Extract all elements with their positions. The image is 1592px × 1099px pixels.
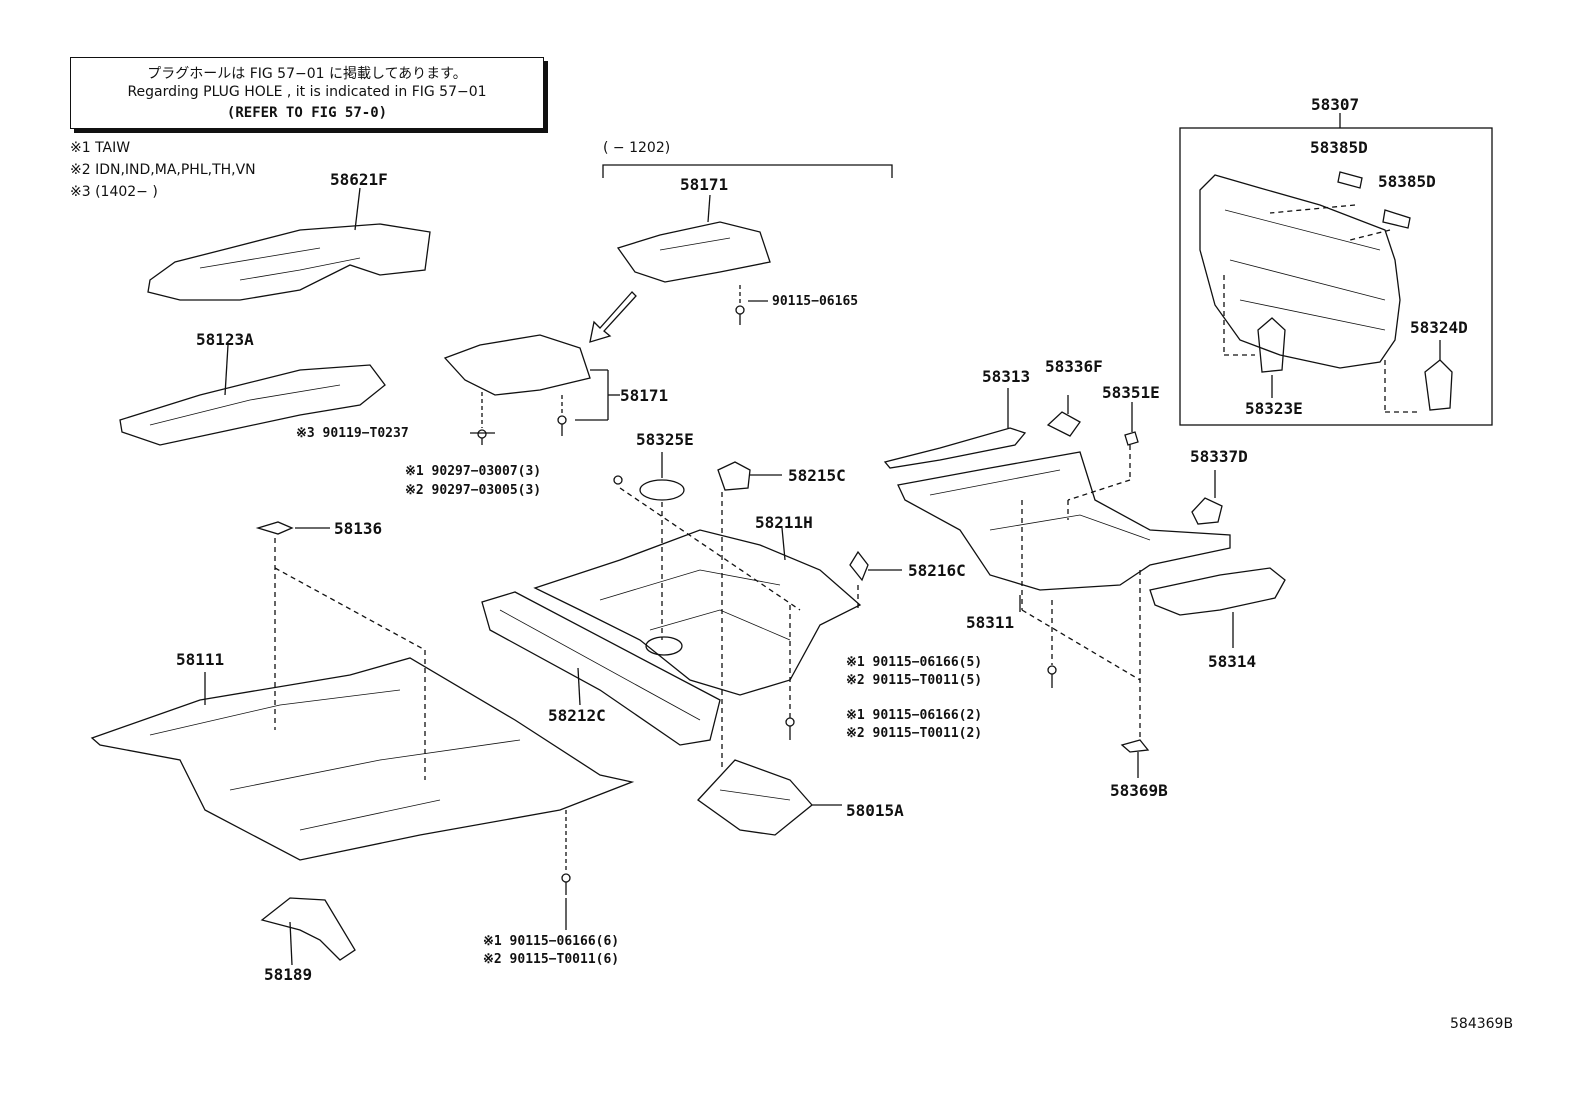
label-90119-T0237: ※3 90119−T0237 — [296, 426, 409, 441]
label-58385D-a: 58385D — [1310, 138, 1368, 157]
legend-3: ※3 (1402− ) — [70, 184, 158, 200]
part-58337D-shape — [1191, 497, 1223, 525]
part-58311-shape — [897, 451, 1231, 591]
part-58211H-shape — [533, 529, 862, 696]
date-range-bracket — [602, 164, 893, 178]
label-bolt-right-2: ※2 90115−T0011(5) — [846, 673, 983, 688]
figure-id: 584369B — [1450, 1016, 1514, 1032]
label-58171-top: 58171 — [680, 175, 729, 194]
label-58111: 58111 — [176, 650, 225, 669]
label-bolt-low-1: ※1 90115−06166(6) — [483, 934, 620, 949]
label-58189: 58189 — [264, 965, 313, 984]
direction-arrow — [589, 291, 637, 343]
label-58325E: 58325E — [636, 430, 694, 449]
part-58189-shape — [260, 897, 356, 961]
legend-2: ※2 IDN,IND,MA,PHL,TH,VN — [70, 162, 256, 178]
part-58324D-shape — [1424, 359, 1453, 411]
part-58171-top-shape — [616, 221, 771, 283]
part-58123A-shape — [119, 364, 386, 446]
label-58136: 58136 — [334, 519, 383, 538]
part-58314-shape — [1149, 567, 1286, 616]
part-58325E-shape — [639, 479, 685, 501]
label-58621F: 58621F — [330, 170, 388, 189]
label-58313: 58313 — [982, 367, 1031, 386]
part-58369B-shape — [1120, 739, 1150, 753]
label-58307: 58307 — [1311, 95, 1360, 114]
date-range-label: ( − 1202) — [603, 140, 671, 156]
label-58311: 58311 — [966, 613, 1015, 632]
note-line-refer: (REFER TO FIG 57-0) — [226, 105, 388, 121]
note-line-english: Regarding PLUG HOLE , it is indicated in… — [127, 84, 487, 100]
part-58307-shape — [1199, 174, 1401, 369]
label-58351E: 58351E — [1102, 383, 1160, 402]
part-58307-group-box — [1179, 127, 1493, 426]
part-58385D-a-shape — [1337, 171, 1363, 189]
note-line-japanese: プラグホールは FIG 57−01 に掲載してあります。 — [147, 66, 467, 82]
bolt-icons — [477, 305, 1057, 895]
label-58385D-b: 58385D — [1378, 172, 1436, 191]
part-58351E-shape — [1124, 431, 1139, 446]
label-bolt-mid-2: ※2 90115−T0011(2) — [846, 726, 983, 741]
part-58215C-shape — [717, 461, 751, 491]
label-58336F: 58336F — [1045, 357, 1103, 376]
part-58136-shape — [255, 521, 294, 535]
label-58211H: 58211H — [755, 513, 813, 532]
label-58323E: 58323E — [1245, 399, 1303, 418]
label-58171-mid: 58171 — [620, 386, 669, 405]
part-58323E-shape — [1257, 317, 1286, 373]
part-58216C-shape — [849, 550, 869, 582]
part-58171-mid-shape — [443, 334, 591, 396]
label-bolt-mid-1: ※1 90115−06166(2) — [846, 708, 983, 723]
part-58385D-b-shape — [1382, 209, 1411, 229]
legend-1: ※1 TAIW — [70, 140, 131, 156]
part-58621F-shape — [147, 223, 431, 301]
label-58314: 58314 — [1208, 652, 1257, 671]
label-bolt-low-2: ※2 90115−T0011(6) — [483, 952, 620, 967]
part-58313-shape — [883, 427, 1027, 469]
label-bolt-right-1: ※1 90115−06166(5) — [846, 655, 983, 670]
label-58337D: 58337D — [1190, 447, 1248, 466]
label-58015A: 58015A — [846, 801, 904, 820]
label-90297-2: ※2 90297−03005(3) — [405, 483, 542, 498]
part-58336F-shape — [1046, 411, 1081, 437]
label-58215C: 58215C — [788, 466, 846, 485]
label-90115-06165: 90115−06165 — [772, 294, 859, 309]
label-58123A: 58123A — [196, 330, 254, 349]
part-58212C-shape — [481, 591, 721, 746]
part-58015A-shape — [697, 759, 813, 836]
label-90297-1: ※1 90297−03007(3) — [405, 464, 542, 479]
label-58212C: 58212C — [548, 706, 606, 725]
label-58369B: 58369B — [1110, 781, 1168, 800]
label-58324D: 58324D — [1410, 318, 1468, 337]
plug-hole-note: プラグホールは FIG 57−01 に掲載してあります。 Regarding P… — [70, 57, 544, 129]
label-58216C: 58216C — [908, 561, 966, 580]
part-58111-shape — [90, 657, 635, 861]
